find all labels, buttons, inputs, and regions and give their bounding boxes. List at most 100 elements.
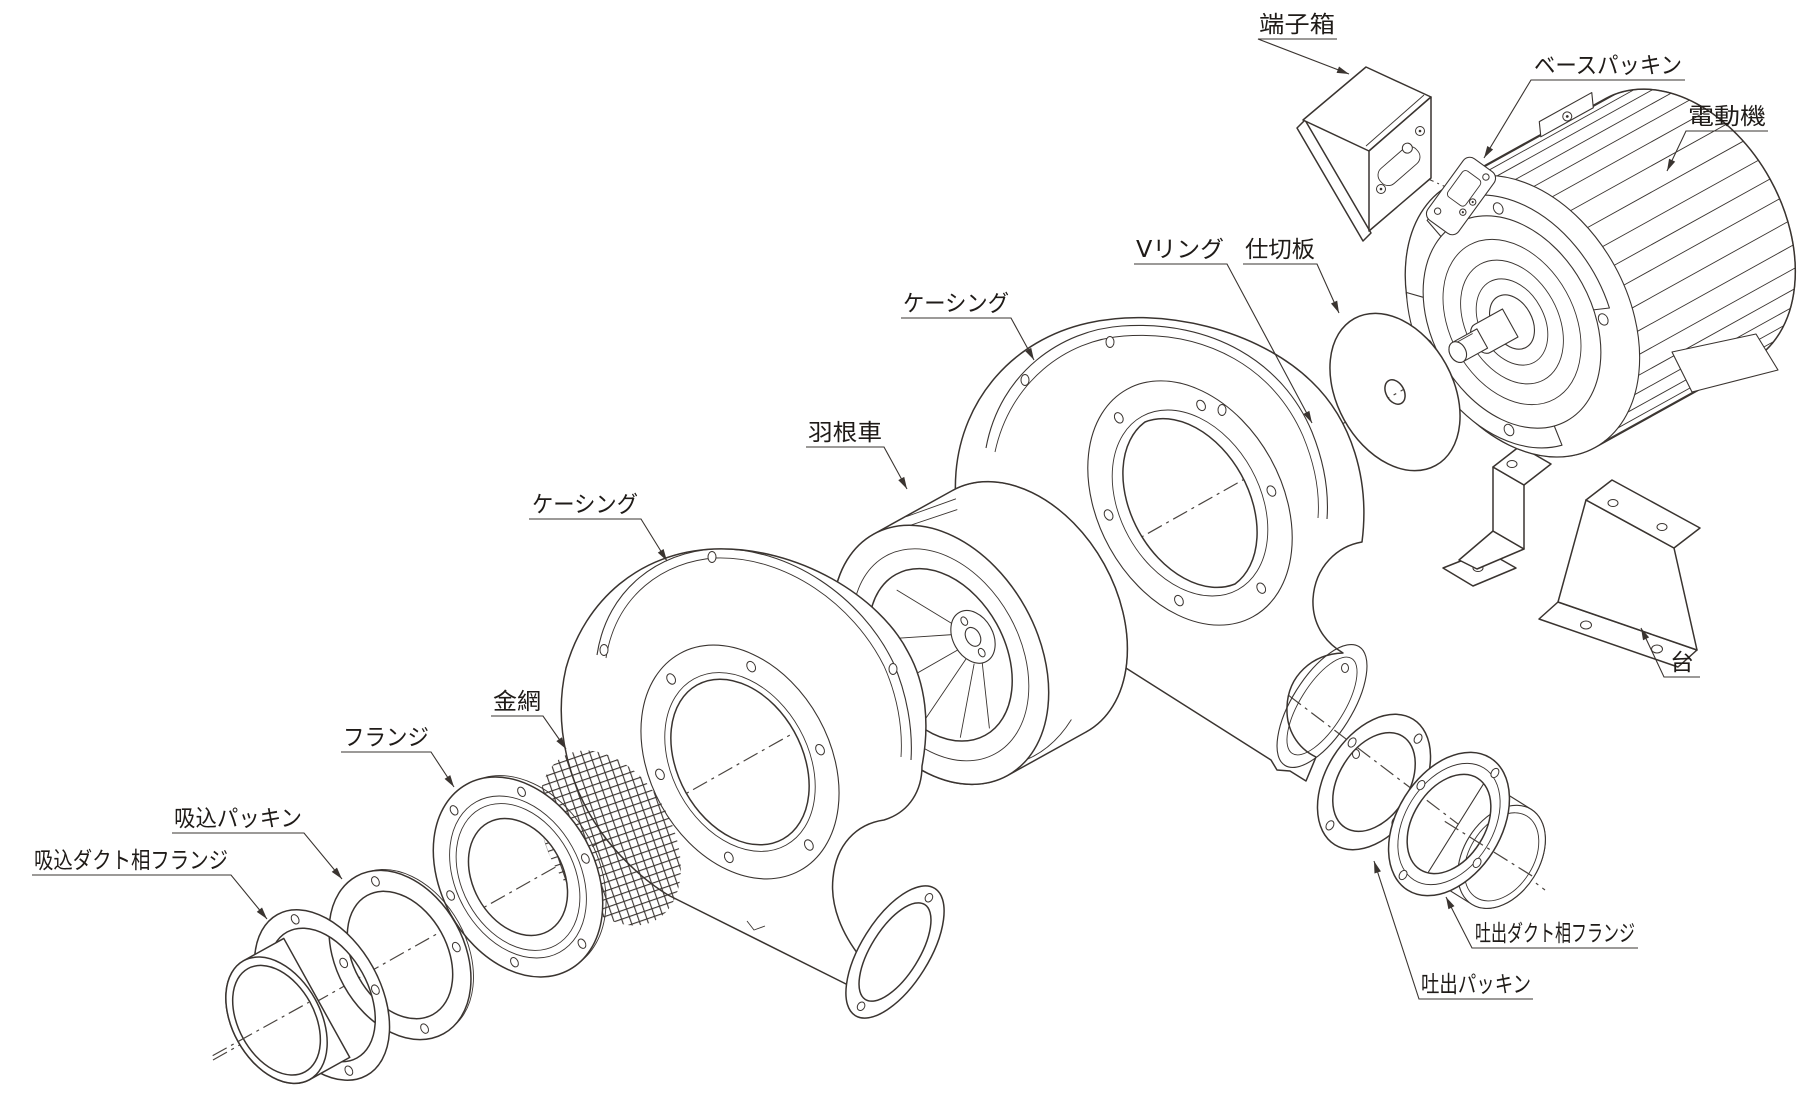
label-wire-mesh-leader (491, 715, 567, 750)
discharge-packing-hole (1347, 737, 1357, 748)
casing-rear-bolt-hole (1174, 594, 1184, 607)
casing-rear-lug-hole-1 (1105, 336, 1115, 348)
base-packing-slot (1446, 170, 1482, 207)
casing-rear-outlet-bore (1286, 656, 1358, 756)
motor-part (1404, 88, 1797, 458)
casing-front-bolt-hole (803, 839, 814, 851)
casing-front-lug-hole-3 (599, 644, 609, 656)
casing-front-outlet-hole (856, 1001, 866, 1012)
label-impeller-text: 羽根車 (808, 420, 882, 446)
flange-ring (432, 776, 604, 978)
motor-shaft-end (1448, 341, 1468, 363)
casing-rear-lug-hole-2 (1217, 404, 1227, 416)
impeller-hub-bore (964, 627, 982, 647)
label-suction-duct-flange-leader (32, 874, 268, 920)
casing-front-bolt-hole (655, 768, 665, 781)
casing-front-rim-outer (596, 548, 912, 761)
label-base-packing-text: ベースパッキン (1534, 53, 1682, 79)
suction-packing-hole (371, 876, 380, 887)
label-partition-plate-text: 仕切板 (1245, 237, 1315, 263)
flange-step-2 (455, 803, 581, 951)
label-discharge-duct-flange: 吐出ダクト相フランジ (1445, 896, 1638, 949)
discharge-bore-axis (1444, 820, 1535, 878)
label-motor-leader (1666, 130, 1768, 172)
flange-step-1 (449, 795, 587, 959)
label-v-ring-leader (1134, 263, 1313, 424)
partition-plate-disc (1329, 312, 1461, 472)
base-packing-hole-4 (1433, 207, 1442, 215)
flange-bolt-hole (446, 890, 456, 901)
label-discharge-duct-flange-leader (1445, 896, 1638, 949)
label-stand-leader (1640, 627, 1700, 678)
motor-flange-hole-3 (1492, 202, 1504, 215)
casing-rear-opening-ring (1087, 380, 1293, 626)
casing-front-outlet-band (845, 885, 945, 1019)
terminal-box-part (1296, 66, 1432, 242)
motor-shaft-keyway (1456, 333, 1473, 343)
label-terminal-box-leader (1257, 38, 1350, 75)
label-motor: 電動機 (1666, 104, 1768, 172)
discharge-duct-flange-hole (1472, 857, 1482, 869)
discharge-duct-flange-hole (1398, 869, 1408, 881)
casing-rear-opening-step (1111, 409, 1269, 597)
terminal-box-slot-notch (1401, 142, 1413, 154)
label-terminal-box: 端子箱 (1257, 12, 1350, 75)
label-casing-rear-leader (901, 317, 1035, 361)
base-packing-plate (1425, 156, 1497, 236)
discharge-duct-flange-step (1397, 762, 1501, 886)
flange-bolt-hole (577, 938, 587, 949)
flange-bolt-hole (510, 957, 519, 968)
label-flange-text: フランジ (343, 725, 429, 751)
partition-plate-part (1329, 312, 1461, 472)
base-packing-hole-2-dot (1471, 200, 1474, 204)
suction-duct-flange-hole (344, 1065, 354, 1076)
suction-packing-hole (420, 1023, 429, 1034)
flange-thickness-edge (471, 775, 607, 967)
label-wire-mesh-text: 金網 (493, 689, 541, 715)
casing-rear-rim-outer (985, 324, 1328, 520)
discharge-duct-flange-part (1387, 751, 1546, 909)
stand-right-top-flange (1585, 479, 1701, 549)
casing-front-opening-step (664, 672, 816, 852)
suction-packing-hole (339, 957, 349, 969)
label-v-ring-text: Vリング (1136, 237, 1224, 263)
discharge-axis-line (1241, 659, 1546, 891)
label-flange: フランジ (341, 725, 455, 788)
motor-flange-hole-1 (1503, 423, 1515, 437)
casing-front-outlet-ring (845, 885, 945, 1019)
terminal-box-slot (1377, 145, 1421, 187)
label-partition-plate: 仕切板 (1243, 237, 1340, 314)
label-suction-packing: 吸込パッキン (172, 806, 343, 880)
label-discharge-packing: 吐出パッキン (1373, 860, 1533, 1000)
base-packing-hole-3-dot (1461, 211, 1464, 214)
casing-front-bolt-hole (666, 673, 677, 685)
label-motor-text: 電動機 (1688, 104, 1766, 130)
casing-rear-part (954, 316, 1368, 782)
terminal-box-lid-fold (1365, 94, 1425, 147)
label-casing-rear: ケーシング (901, 291, 1035, 361)
label-discharge-duct-flange-text: 吐出ダクト相フランジ (1475, 921, 1635, 947)
casing-rear-outlet (1276, 643, 1368, 769)
suction-packing-hole (451, 941, 461, 953)
suction-duct-mouth (225, 956, 328, 1085)
label-base-packing-leader (1483, 79, 1685, 159)
casing-front-lug-hole-1 (707, 551, 717, 563)
casing-rear-bolt-hole (1113, 412, 1124, 424)
label-impeller-leader (806, 446, 908, 490)
flange-part (432, 775, 607, 978)
discharge-duct-flange-hole (1490, 767, 1500, 779)
casing-rear-outlet-hole-1 (1341, 663, 1349, 673)
label-casing-rear-text: ケーシング (903, 291, 1009, 317)
stand-left-top-flange (1492, 445, 1552, 486)
label-suction-duct-flange: 吸込ダクト相フランジ (32, 848, 268, 920)
stand-right-flange-hole-2 (1656, 523, 1668, 531)
casing-front-bolt-hole (746, 660, 757, 673)
label-suction-packing-text: 吸込パッキン (174, 806, 302, 832)
terminal-box-screw-1-dot (1379, 187, 1383, 191)
impeller-back-rim (952, 481, 1128, 733)
suction-bore-axis (212, 1001, 310, 1057)
label-wire-mesh: 金網 (491, 689, 567, 750)
label-suction-packing-leader (172, 832, 343, 880)
labels: 端子箱 ベースパッキン 電動機 Vリング 仕切板 ケーシング 羽根車 ケーシン (32, 12, 1768, 1000)
